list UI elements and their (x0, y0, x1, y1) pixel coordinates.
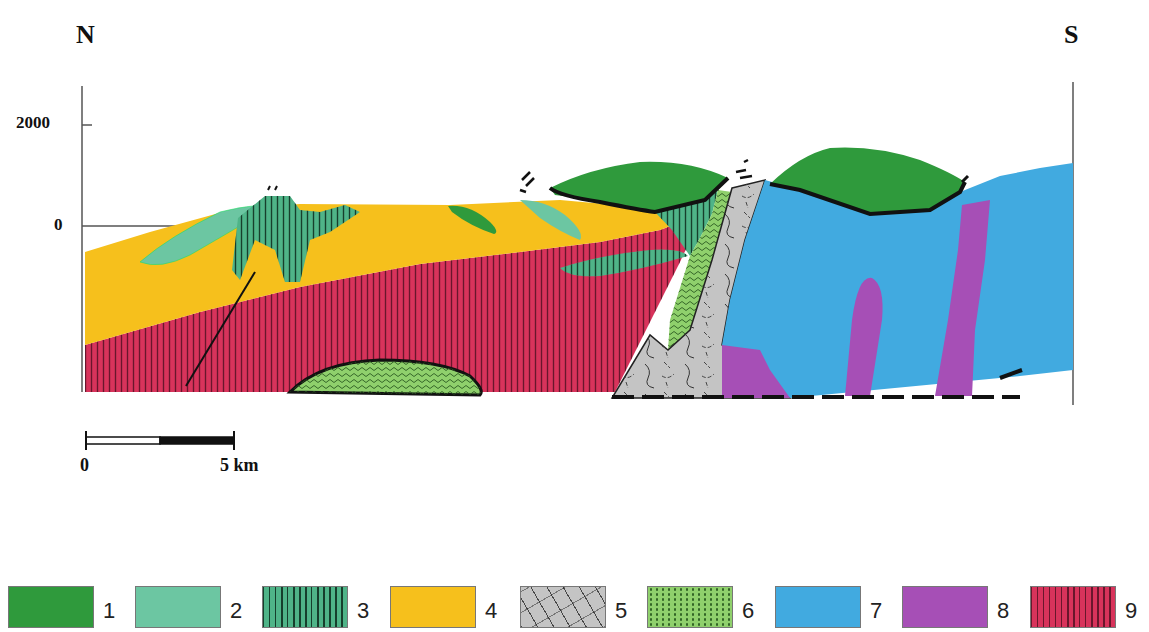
unit-3-pattern (560, 250, 688, 277)
unit-1-lens (448, 206, 496, 234)
legend-swatch (8, 586, 94, 628)
unit-3-lens (560, 250, 688, 277)
movement-symbol (962, 176, 968, 182)
scale-bar-segment (86, 437, 160, 444)
elevation-value: 2000 (16, 114, 50, 131)
scale-bar-segment (160, 437, 234, 444)
legend-swatch (902, 586, 988, 628)
fault-line (186, 272, 255, 386)
legend-swatch (647, 586, 733, 628)
scale-bar-tick (85, 431, 87, 450)
unit-1-nappe (550, 162, 728, 212)
unit-8-dike (935, 200, 990, 396)
unit-1-nappe (770, 148, 965, 215)
legend-number: 2 (230, 600, 242, 622)
unit-2-lens (520, 200, 581, 240)
legend-swatch (262, 586, 348, 628)
movement-symbol (268, 186, 277, 190)
thrust-line (770, 182, 965, 214)
legend-number: 9 (1125, 600, 1137, 622)
unit-3-pattern (232, 196, 360, 282)
legend-swatch (390, 586, 476, 628)
unit-8-dike (845, 278, 883, 396)
movement-symbol (520, 172, 534, 192)
legend-swatch (1030, 586, 1116, 628)
legend-swatch (135, 586, 221, 628)
scale-bar-tick (233, 431, 235, 450)
legend-number: 6 (742, 600, 754, 622)
compass-direction: N (76, 22, 95, 48)
legend-swatch (520, 586, 606, 628)
scale-value: 5 km (220, 456, 259, 474)
legend-swatch (775, 586, 861, 628)
left-axis (81, 86, 83, 392)
legend-number: 4 (485, 600, 497, 622)
legend-number: 3 (357, 600, 369, 622)
legend-number: 1 (103, 600, 115, 622)
unit-6-lens (290, 360, 481, 395)
legend-number: 7 (870, 600, 882, 622)
elevation-value: 0 (54, 216, 63, 233)
legend-number: 8 (997, 600, 1009, 622)
detachment-line (1000, 370, 1022, 378)
unit-4-body (85, 200, 702, 345)
unit-3-body (232, 196, 360, 282)
unit-6-pattern (290, 360, 481, 395)
axis-tick (82, 124, 92, 126)
thrust-line (550, 178, 728, 212)
scale-value: 0 (80, 456, 89, 474)
unit-8-body (722, 345, 790, 398)
compass-direction: S (1064, 22, 1078, 48)
legend-number: 5 (615, 600, 627, 622)
detachment-line (612, 395, 1020, 399)
movement-symbol (736, 160, 752, 178)
